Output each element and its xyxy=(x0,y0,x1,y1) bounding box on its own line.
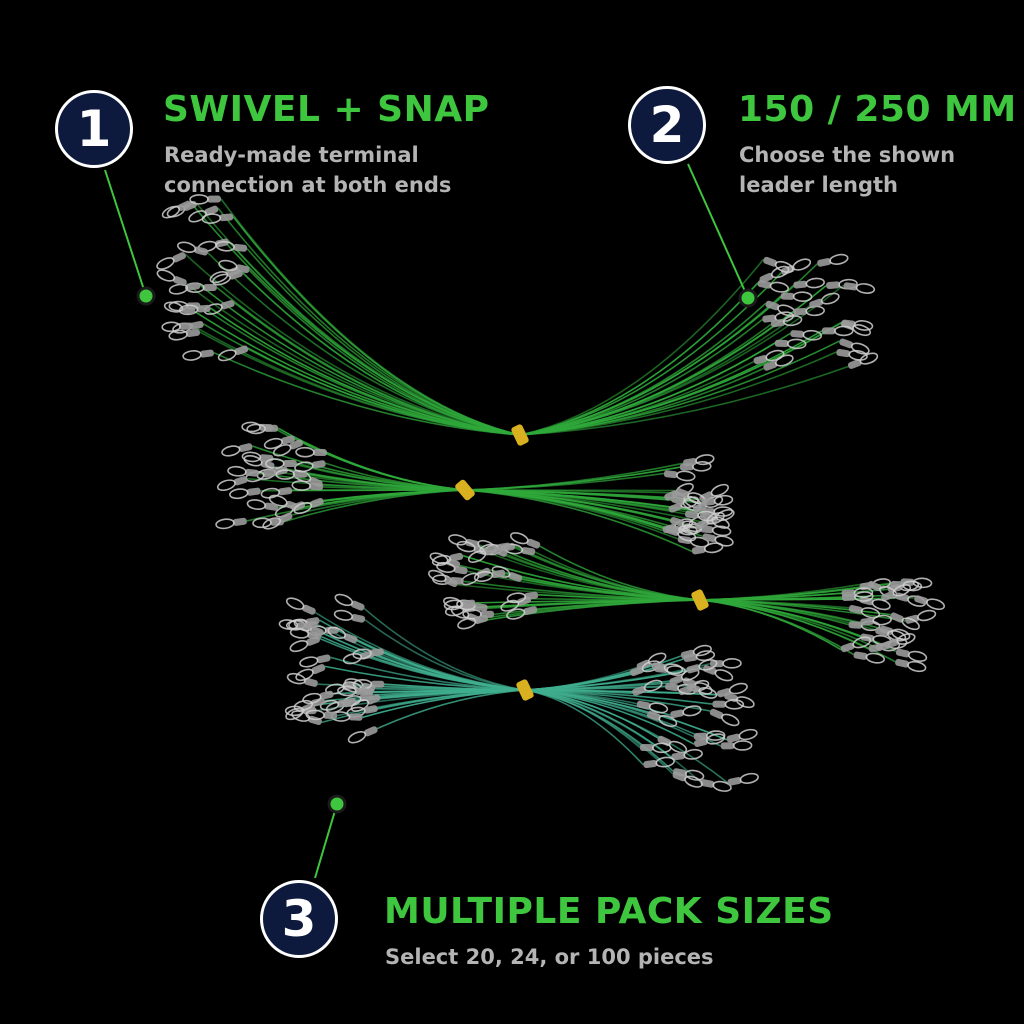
callout-3-number-badge: 3 xyxy=(260,880,338,958)
pointer-line xyxy=(687,163,749,299)
callout-1-number: 1 xyxy=(76,100,112,158)
pointer-line xyxy=(104,169,147,297)
callout-2-description: Choose the shown leader length xyxy=(739,140,955,200)
leader-bundle xyxy=(156,194,879,446)
leader-bundle xyxy=(278,593,759,792)
callout-2-number-badge: 2 xyxy=(628,86,706,164)
callout-2-number: 2 xyxy=(649,96,685,154)
callout-1-title: SWIVEL + SNAP xyxy=(163,89,490,130)
callout-3-description: Select 20, 24, or 100 pieces xyxy=(385,942,714,972)
callout-2-title: 150 / 250 MM xyxy=(738,89,1017,130)
callout-1-description-line: connection at both ends xyxy=(164,173,452,197)
callout-3-title: MULTIPLE PACK SIZES xyxy=(384,891,834,932)
callout-1-description: Ready-made terminal connection at both e… xyxy=(164,140,451,200)
callout-3-description-line: Select 20, 24, or 100 pieces xyxy=(385,945,714,969)
pointer-dot xyxy=(738,288,758,308)
callout-3-number: 3 xyxy=(281,890,317,948)
callout-1-number-badge: 1 xyxy=(55,90,133,168)
leader-bundle xyxy=(428,532,946,673)
pointer-dot xyxy=(327,794,347,814)
pointer-dot xyxy=(136,286,156,306)
callout-2-description-line: leader length xyxy=(739,173,898,197)
pointer-line xyxy=(314,803,338,879)
leader-bundle xyxy=(215,421,735,555)
callout-1-description-line: Ready-made terminal xyxy=(164,143,419,167)
callout-2-description-line: Choose the shown xyxy=(739,143,956,167)
